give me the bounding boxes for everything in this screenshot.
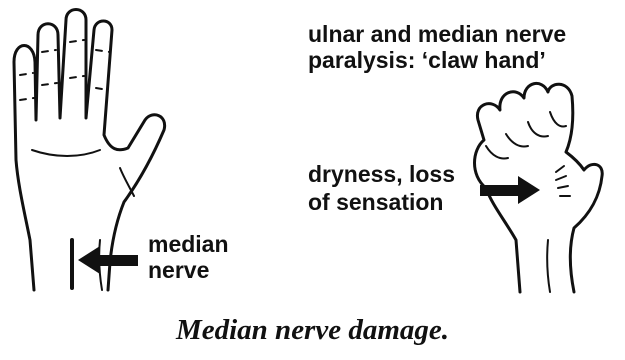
thumb-crease	[120, 168, 134, 196]
claw-hand-title-line1: ulnar and median nerve	[308, 22, 566, 47]
claw-crease-marks	[556, 166, 570, 196]
dryness-label-line2: of sensation	[308, 190, 443, 215]
open-hand-outline	[14, 10, 165, 291]
median-nerve-label-line2: nerve	[148, 258, 209, 283]
claw-hand-title-line2: paralysis: ‘claw hand’	[308, 48, 546, 73]
figure-caption: Median nerve damage.	[0, 314, 625, 347]
dryness-label-line1: dryness, loss	[308, 162, 455, 187]
palm-crease	[32, 150, 100, 156]
claw-wrist-line	[547, 240, 550, 292]
median-nerve-label-line1: median	[148, 232, 229, 257]
dryness-arrow	[480, 176, 540, 204]
claw-finger-tips	[486, 112, 566, 159]
